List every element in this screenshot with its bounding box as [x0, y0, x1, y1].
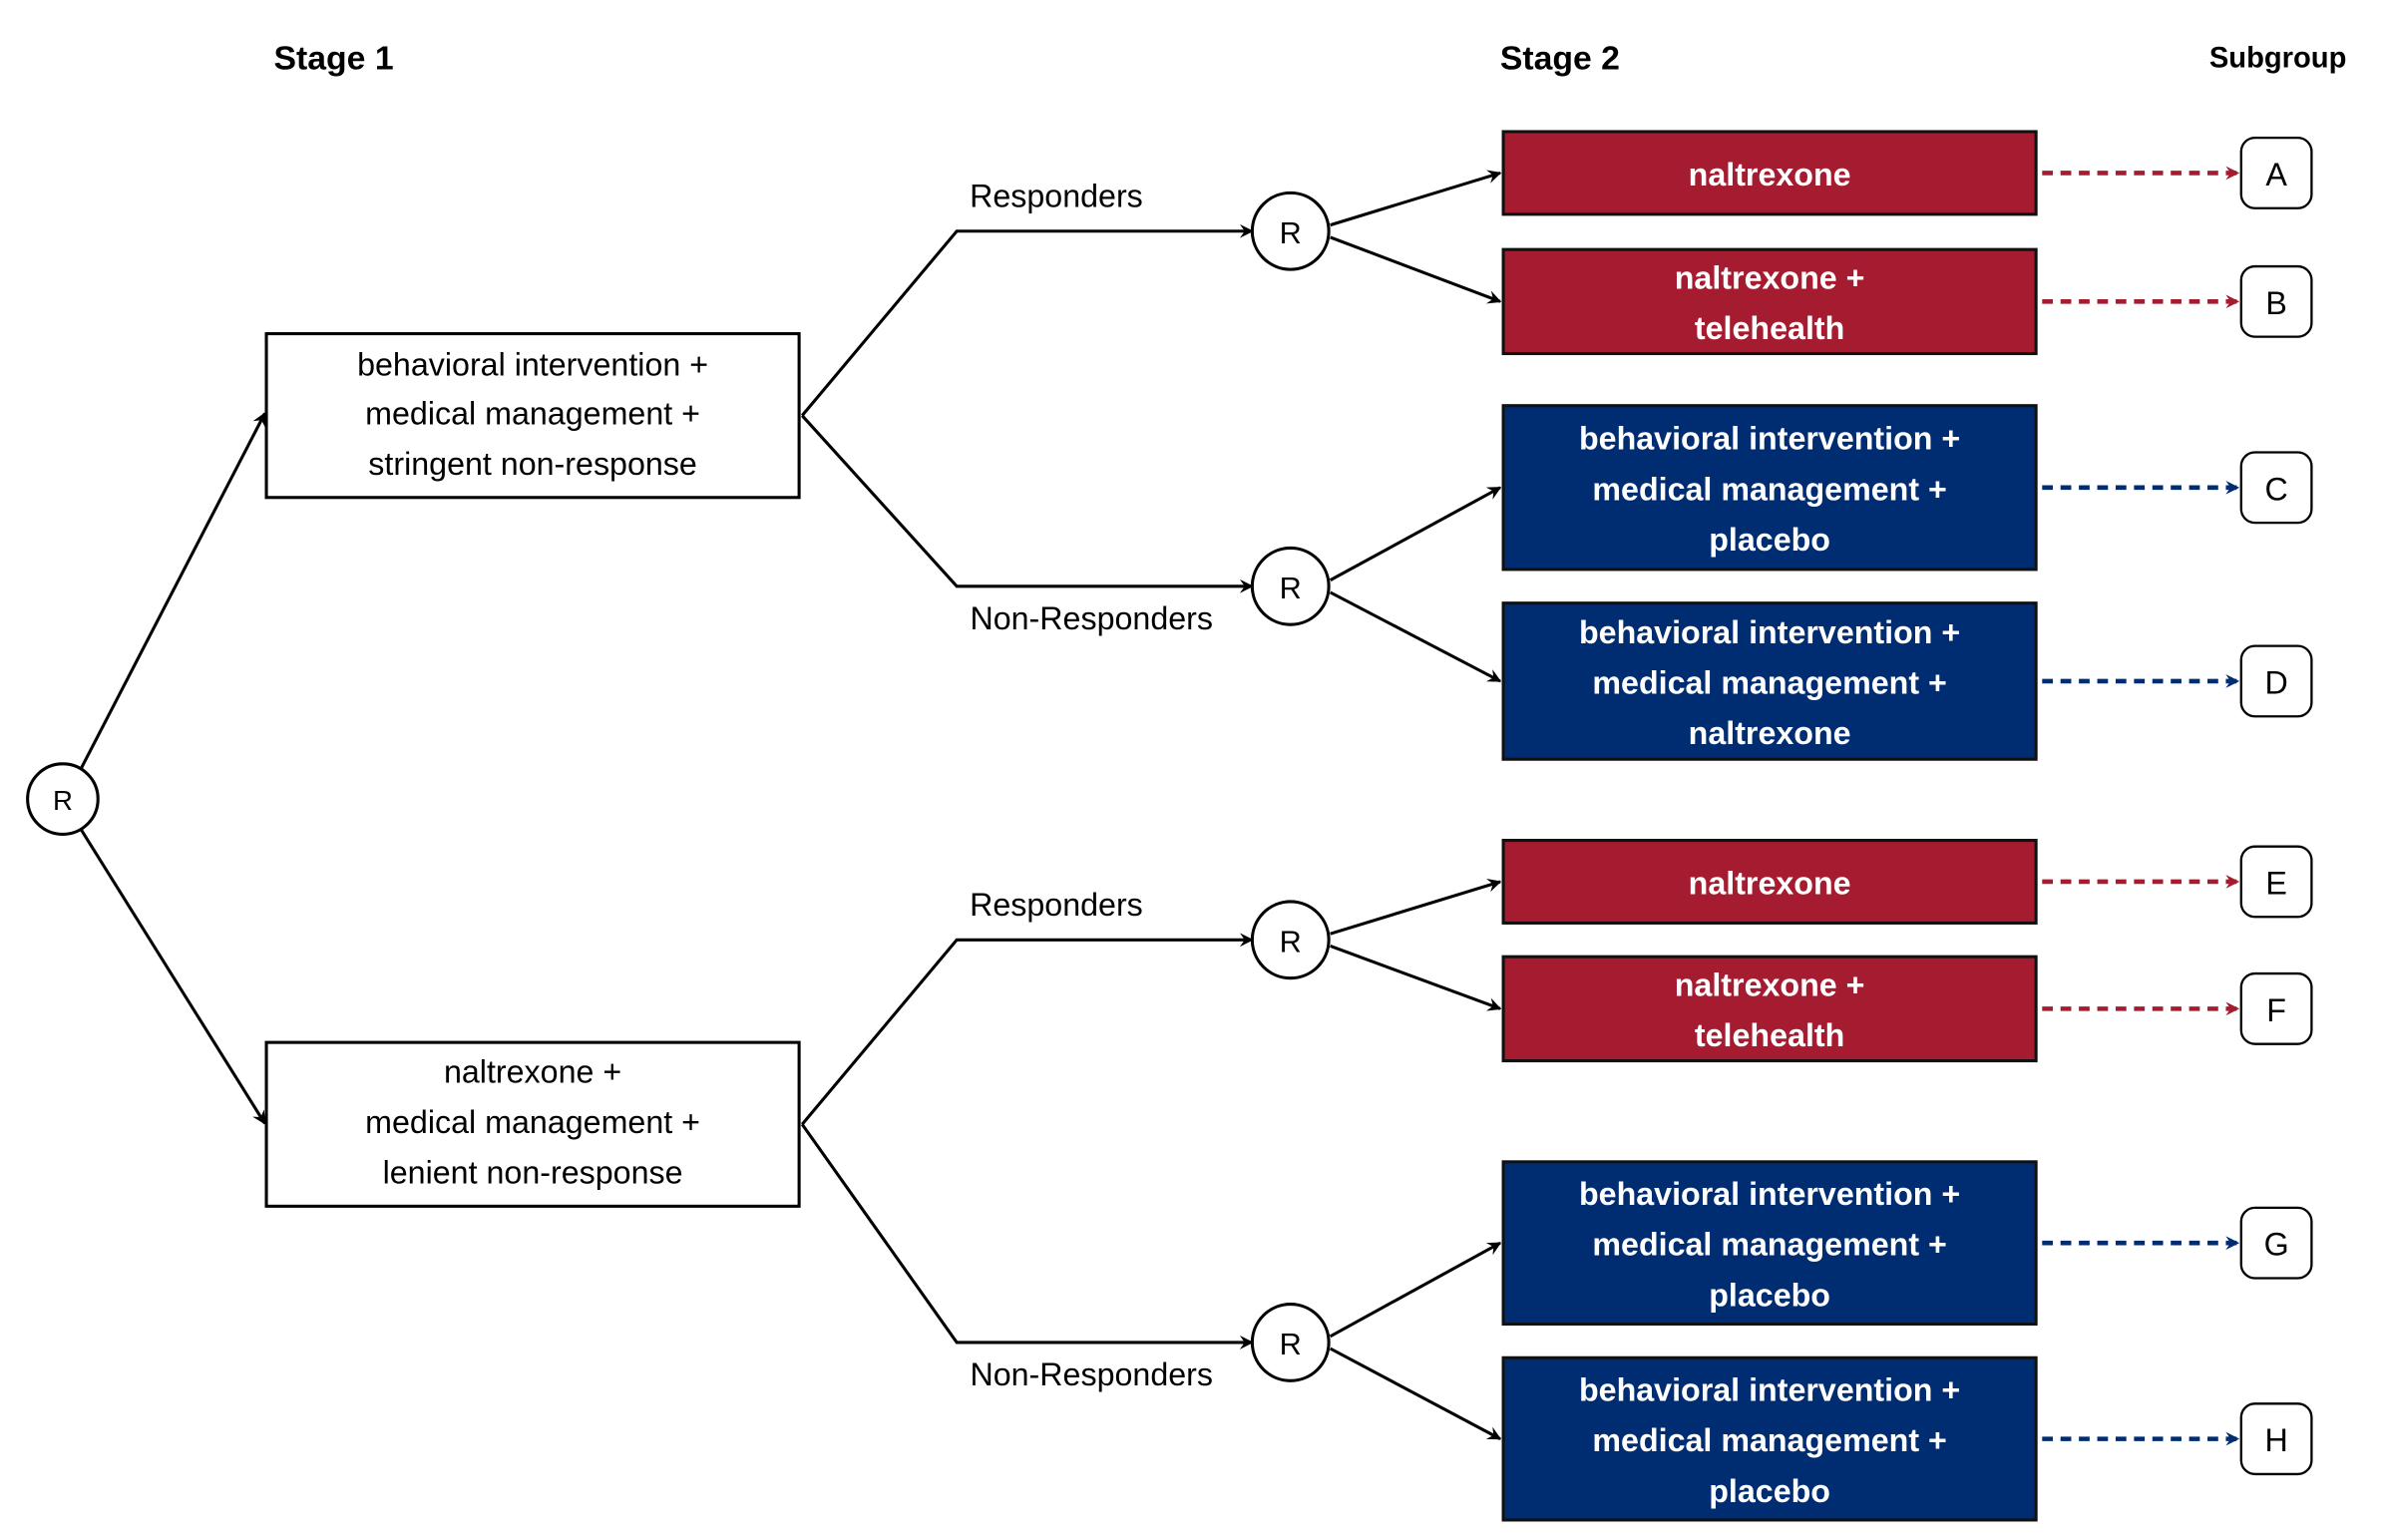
responders-label-1: Responders — [970, 178, 1143, 213]
randomization-node-2 — [1250, 546, 1331, 626]
randomization-node-initial — [26, 762, 100, 836]
responders-label-2: Responders — [970, 887, 1143, 923]
subgroup-label-B: B — [2265, 285, 2287, 321]
randomization-node-1-label: R — [1280, 215, 1302, 250]
randomization-node-initial-label: R — [53, 785, 73, 816]
subgroup-label-E: E — [2265, 866, 2287, 902]
stage2-box-8 — [1501, 1355, 2038, 1522]
arrow-to-stage1-box-1 — [79, 412, 266, 770]
subgroup-label-A: A — [2265, 157, 2287, 192]
stage2-header: Stage 2 — [1500, 39, 1620, 77]
arrow-to-stage2-box-5 — [1330, 879, 1502, 936]
stage2-box-3 — [1501, 404, 2038, 572]
subgroup-box-G — [2239, 1206, 2313, 1280]
responder-branch-2 — [801, 933, 1254, 1126]
arrow-to-stage1-box-2 — [80, 828, 266, 1125]
subgroup-box-D — [2239, 644, 2313, 718]
subgroup-box-C — [2239, 451, 2313, 525]
stage2-box-7-line-2: medical management + — [1592, 1227, 1946, 1263]
randomization-node-1 — [1250, 191, 1331, 271]
subgroup-label-D: D — [2264, 664, 2287, 700]
stage2-box-4-line-1: behavioral intervention + — [1579, 614, 1960, 650]
arrow-to-stage2-box-8 — [1329, 1347, 1502, 1440]
stage2-box-7-line-3: placebo — [1709, 1277, 1830, 1313]
stage2-box-3-line-2: medical management + — [1592, 471, 1946, 507]
stage1-box-2-line-2: medical management + — [365, 1104, 700, 1140]
stage2-box-8-line-1: behavioral intervention + — [1579, 1372, 1960, 1408]
subgroup-label-H: H — [2264, 1422, 2287, 1458]
non-responders-label-2: Non-Responders — [970, 1356, 1213, 1392]
subgroup-box-H — [2239, 1402, 2313, 1476]
stage2-box-7-line-1: behavioral intervention + — [1579, 1176, 1960, 1212]
non-responders-label-1: Non-Responders — [970, 600, 1213, 636]
stage2-box-2 — [1501, 247, 2038, 356]
randomization-node-4 — [1250, 1303, 1331, 1382]
randomization-node-3 — [1250, 900, 1331, 980]
stage1-header: Stage 1 — [274, 39, 394, 77]
arrow-to-stage2-box-3 — [1329, 486, 1502, 581]
non-responder-branch-1 — [801, 414, 1254, 593]
stage2-box-8-line-3: placebo — [1709, 1473, 1830, 1509]
arrow-to-stage2-box-2 — [1330, 235, 1502, 304]
stage2-box-6 — [1501, 955, 2038, 1063]
stage2-box-1 — [1501, 130, 2038, 216]
stage2-box-6-line-2: telehealth — [1695, 1017, 1844, 1053]
stage2-box-5 — [1501, 839, 2038, 925]
stage2-box-4-line-3: naltrexone — [1689, 715, 1851, 751]
subgroup-box-E — [2239, 845, 2313, 919]
stage2-box-3-line-1: behavioral intervention + — [1579, 421, 1960, 457]
stage1-box-1-line-1: behavioral intervention + — [357, 346, 708, 382]
stage2-box-4 — [1501, 601, 2038, 761]
stage2-box-3-line-3: placebo — [1709, 522, 1830, 558]
subgroup-header: Subgroup — [2209, 42, 2347, 74]
subgroup-box-A — [2239, 136, 2313, 209]
non-responder-branch-2 — [800, 1123, 1254, 1349]
subgroup-label-G: G — [2264, 1227, 2289, 1263]
arrow-to-stage2-box-6 — [1330, 945, 1502, 1011]
subgroup-label-F: F — [2266, 992, 2286, 1028]
stage1-box-1 — [264, 332, 801, 500]
arrow-to-stage2-box-4 — [1329, 590, 1502, 683]
responder-branch-1 — [801, 223, 1254, 417]
randomization-node-4-label: R — [1280, 1327, 1302, 1361]
stage2-box-6-line-1: naltrexone + — [1675, 967, 1865, 1003]
stage2-box-5-line-1: naltrexone — [1689, 866, 1851, 902]
stage1-box-1-line-2: medical management + — [365, 395, 700, 431]
stage2-box-4-line-2: medical management + — [1592, 664, 1946, 700]
randomization-node-3-label: R — [1280, 924, 1302, 959]
subgroup-box-B — [2239, 264, 2313, 338]
stage1-box-1-line-3: stringent non-response — [368, 446, 697, 482]
subgroup-label-C: C — [2264, 471, 2287, 507]
subgroup-box-F — [2239, 971, 2313, 1045]
arrow-to-stage2-box-7 — [1329, 1241, 1502, 1339]
arrow-to-stage2-box-1 — [1330, 170, 1502, 227]
stage2-box-7 — [1501, 1160, 2038, 1327]
stage1-box-2-line-1: naltrexone + — [444, 1053, 621, 1089]
stage1-box-2-line-3: lenient non-response — [383, 1155, 683, 1191]
stage2-box-2-line-2: telehealth — [1695, 310, 1844, 346]
stage2-box-8-line-2: medical management + — [1592, 1422, 1946, 1458]
stage2-box-1-line-1: naltrexone — [1689, 157, 1851, 192]
stage2-box-2-line-1: naltrexone + — [1675, 260, 1865, 296]
randomization-node-2-label: R — [1280, 571, 1302, 605]
stage1-box-2 — [264, 1040, 801, 1208]
